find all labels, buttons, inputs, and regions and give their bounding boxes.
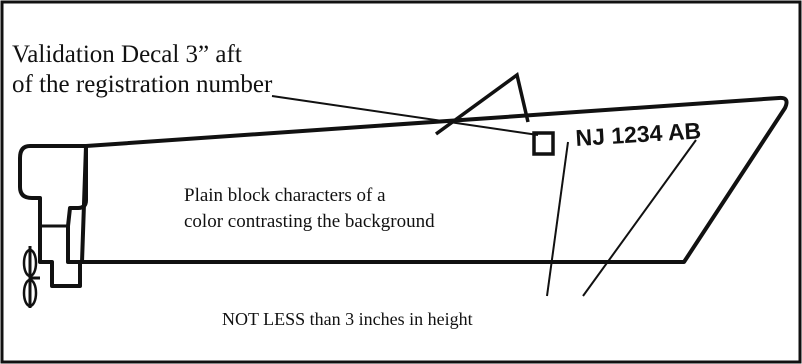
decal-callout-line-2: of the registration number <box>12 71 273 98</box>
height-leader-line-right <box>582 139 697 297</box>
outboard-motor <box>18 144 88 288</box>
windshield <box>434 72 530 136</box>
characters-note-line-1: Plain block characters of a <box>184 185 386 206</box>
propeller-icon <box>22 246 40 308</box>
boat-hull <box>80 95 789 264</box>
decal-callout-line-1: Validation Decal 3” aft <box>12 41 242 68</box>
decal-leader-line <box>271 95 539 136</box>
validation-decal <box>532 131 555 156</box>
characters-note-line-2: color contrasting the background <box>184 211 435 232</box>
height-leader-line-left <box>546 141 569 297</box>
height-note: NOT LESS than 3 inches in height <box>222 309 473 329</box>
registration-number: NJ 1234 AB <box>575 117 702 151</box>
